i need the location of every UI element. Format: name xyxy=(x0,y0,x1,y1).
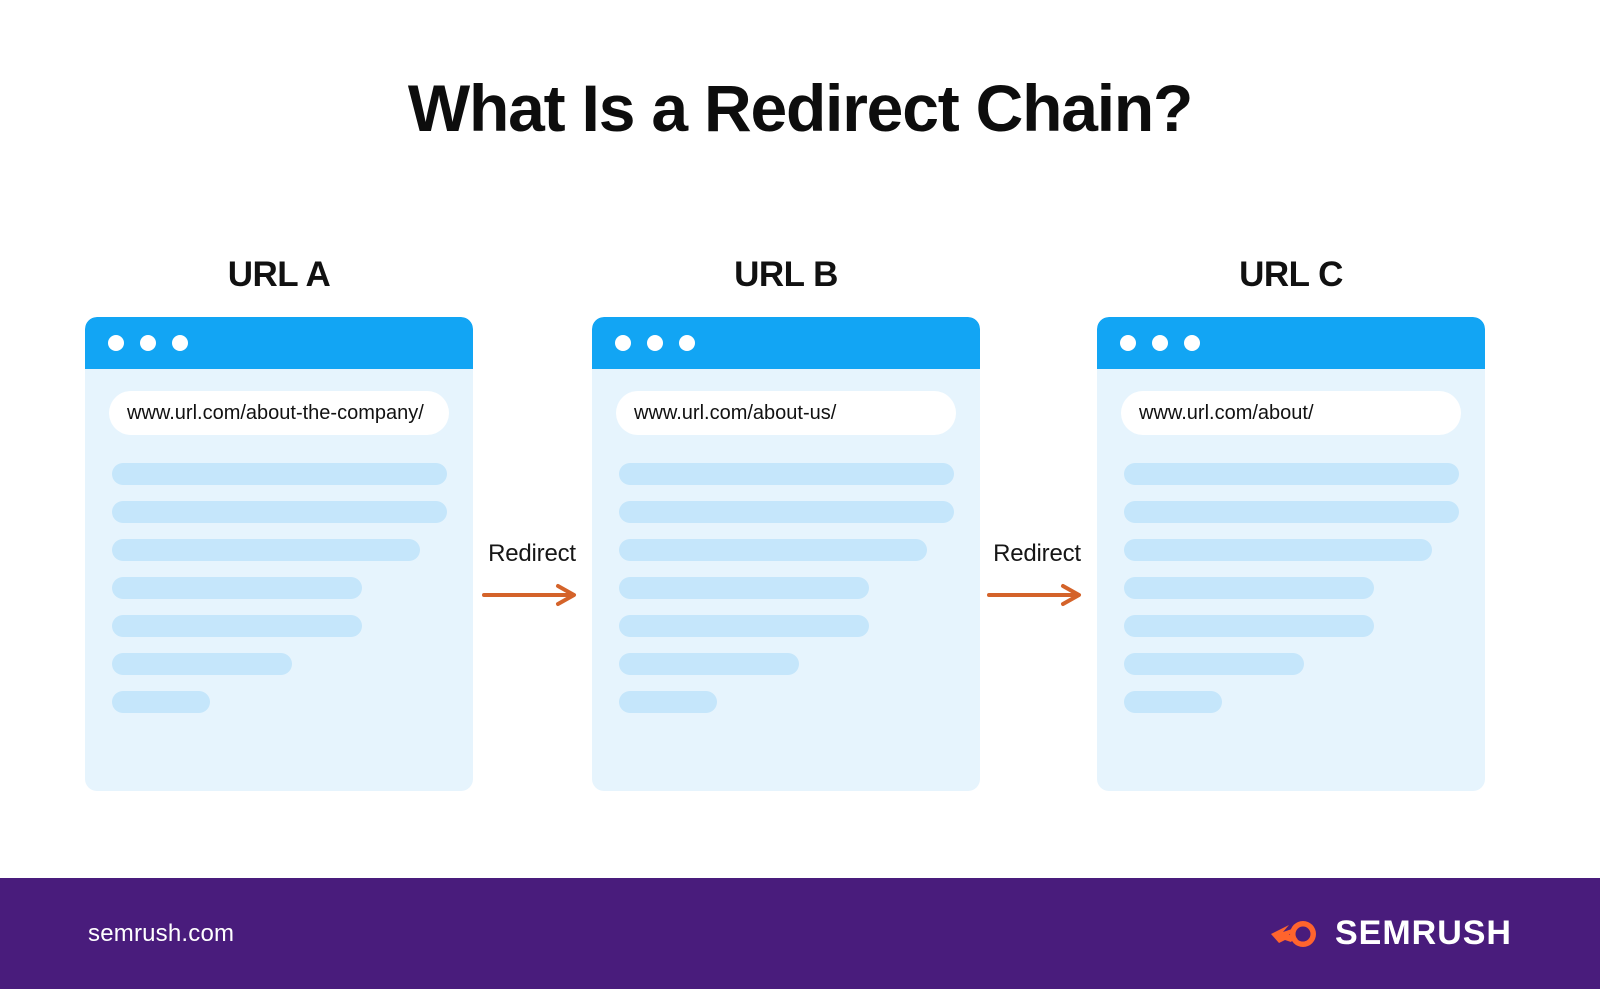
placeholder-line xyxy=(112,501,447,523)
window-dot-icon xyxy=(140,335,156,351)
semrush-brand: SEMRUSH xyxy=(1269,914,1512,954)
window-dot-icon xyxy=(1184,335,1200,351)
placeholder-line xyxy=(619,691,717,713)
redirect-connector-a-b: Redirect xyxy=(472,540,592,608)
browser-titlebar-a xyxy=(85,317,473,369)
window-dot-icon xyxy=(172,335,188,351)
placeholder-line xyxy=(619,539,927,561)
address-bar-c-url: www.url.com/about/ xyxy=(1139,401,1314,424)
placeholder-line xyxy=(112,691,210,713)
address-bar-a-url: www.url.com/about-the-company/ xyxy=(127,401,424,424)
browser-window-a: www.url.com/about-the-company/ xyxy=(85,317,473,791)
url-card-a-label: URL A xyxy=(227,255,331,294)
placeholder-line xyxy=(112,653,292,675)
browser-titlebar-b xyxy=(592,317,980,369)
placeholder-line xyxy=(112,463,447,485)
url-card-b: URL B www.url.com/about-us/ xyxy=(592,255,980,791)
page-content-placeholder-b xyxy=(619,463,980,713)
placeholder-line xyxy=(112,577,362,599)
url-card-c-label: URL C xyxy=(1239,255,1343,294)
address-bar-c[interactable]: www.url.com/about/ xyxy=(1121,391,1461,435)
placeholder-line xyxy=(619,653,799,675)
page-content-placeholder-a xyxy=(112,463,473,713)
placeholder-line xyxy=(619,615,869,637)
url-card-c: URL C www.url.com/about/ xyxy=(1097,255,1485,791)
window-dot-icon xyxy=(647,335,663,351)
window-dot-icon xyxy=(1152,335,1168,351)
redirect-connector-b-c: Redirect xyxy=(977,540,1097,608)
placeholder-line xyxy=(619,463,954,485)
redirect-label: Redirect xyxy=(993,540,1081,567)
placeholder-line xyxy=(1124,501,1459,523)
placeholder-line xyxy=(1124,653,1304,675)
redirect-label: Redirect xyxy=(488,540,576,567)
placeholder-line xyxy=(1124,615,1374,637)
address-bar-b[interactable]: www.url.com/about-us/ xyxy=(616,391,956,435)
url-card-a: URL A www.url.com/about-the-company/ xyxy=(85,255,473,791)
redirect-chain-diagram: URL A www.url.com/about-the-company/ xyxy=(0,255,1600,815)
placeholder-line xyxy=(1124,577,1374,599)
placeholder-line xyxy=(1124,463,1459,485)
page-content-placeholder-c xyxy=(1124,463,1485,713)
placeholder-line xyxy=(619,577,869,599)
semrush-wordmark: SEMRUSH xyxy=(1334,914,1512,952)
browser-titlebar-c xyxy=(1097,317,1485,369)
window-dot-icon xyxy=(679,335,695,351)
window-dot-icon xyxy=(615,335,631,351)
browser-window-c: www.url.com/about/ xyxy=(1097,317,1485,791)
footer-bar: semrush.com SEMRUSH xyxy=(0,878,1600,989)
page-title: What Is a Redirect Chain? xyxy=(407,71,1193,145)
browser-window-b: www.url.com/about-us/ xyxy=(592,317,980,791)
placeholder-line xyxy=(619,501,954,523)
placeholder-line xyxy=(1124,691,1222,713)
address-bar-a[interactable]: www.url.com/about-the-company/ xyxy=(109,391,449,435)
arrow-right-icon xyxy=(482,584,576,606)
window-dot-icon xyxy=(108,335,124,351)
address-bar-b-url: www.url.com/about-us/ xyxy=(634,401,837,424)
placeholder-line xyxy=(1124,539,1432,561)
arrow-right-icon xyxy=(987,584,1081,606)
footer-site-label: semrush.com xyxy=(88,919,235,947)
placeholder-line xyxy=(112,539,420,561)
window-dot-icon xyxy=(1120,335,1136,351)
placeholder-line xyxy=(112,615,362,637)
url-card-b-label: URL B xyxy=(734,255,838,294)
semrush-comet-logo-icon xyxy=(1270,920,1316,947)
